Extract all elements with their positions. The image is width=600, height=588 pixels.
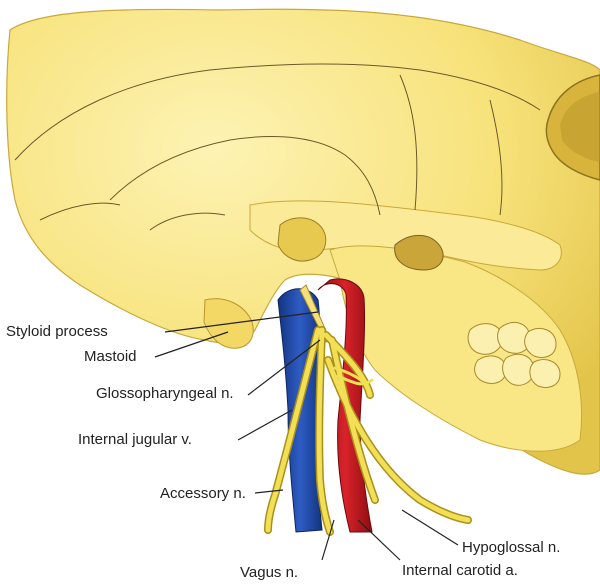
- label-hypoglossal: Hypoglossal n.: [462, 540, 560, 555]
- label-internal-carotid: Internal carotid a.: [402, 563, 518, 578]
- leader-carotid: [358, 520, 400, 560]
- label-glossopharyngeal: Glossopharyngeal n.: [96, 386, 234, 401]
- label-vagus: Vagus n.: [240, 565, 298, 580]
- leader-jugular: [238, 410, 292, 440]
- label-styloid-process: Styloid process: [6, 324, 108, 339]
- label-internal-jugular: Internal jugular v.: [78, 432, 192, 447]
- label-accessory: Accessory n.: [160, 486, 246, 501]
- label-mastoid: Mastoid: [84, 349, 137, 364]
- ear-canal: [278, 218, 326, 261]
